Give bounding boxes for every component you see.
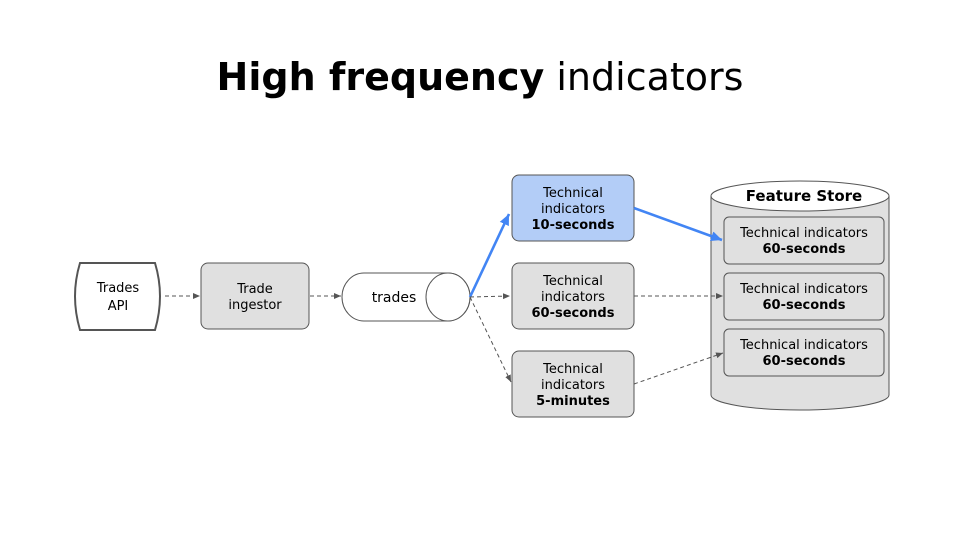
trade-ingestor-node: Trade ingestor: [200, 262, 310, 330]
edge-trades-to-60s: [469, 293, 511, 300]
trades-api-node: Trades API: [74, 262, 161, 331]
edge-trades-to-10s: [468, 213, 511, 298]
indicators-10s-line1: Technical: [542, 186, 603, 201]
feature-store-item-line2: 60-seconds: [763, 298, 846, 313]
indicators-60s-line1: Technical: [542, 274, 603, 289]
indicators-5m-node: Technical indicators 5-minutes: [511, 350, 635, 418]
edge-10s-to-store: [633, 206, 723, 242]
indicators-10s-line3: 10-seconds: [532, 218, 615, 233]
indicators-5m-line1: Technical: [542, 362, 603, 377]
indicators-5m-line3: 5-minutes: [536, 394, 610, 409]
trade-ingestor-line2: ingestor: [228, 298, 282, 313]
feature-store-item: Technical indicators 60-seconds: [723, 216, 885, 265]
title-normal: indicators: [556, 55, 744, 99]
feature-store-title: Feature Store: [746, 187, 862, 205]
indicators-5m-line2: indicators: [541, 378, 605, 393]
indicators-60s-node: Technical indicators 60-seconds: [511, 262, 635, 330]
edge-trades-to-5m: [469, 296, 512, 383]
indicators-10s-node: Technical indicators 10-seconds: [511, 174, 635, 242]
trade-ingestor-line1: Trade: [236, 282, 273, 297]
feature-store: Feature Store Technical indicators 60-se…: [710, 180, 890, 411]
indicators-60s-line3: 60-seconds: [532, 306, 615, 321]
feature-store-item-line1: Technical indicators: [739, 282, 868, 297]
feature-store-item-line2: 60-seconds: [763, 242, 846, 257]
title-bold: High frequency: [216, 55, 545, 99]
page-title: High frequency indicators: [0, 55, 960, 99]
indicators-10s-line2: indicators: [541, 202, 605, 217]
trades-api-line1: Trades: [96, 281, 140, 296]
feature-store-item-line1: Technical indicators: [739, 226, 868, 241]
trades-api-line2: API: [108, 299, 129, 314]
trades-topic-label: trades: [372, 290, 417, 306]
trades-topic-node: trades: [341, 272, 471, 322]
edge-5m-to-store: [633, 352, 724, 385]
feature-store-item-line2: 60-seconds: [763, 354, 846, 369]
indicators-60s-line2: indicators: [541, 290, 605, 305]
feature-store-item-line1: Technical indicators: [739, 338, 868, 353]
feature-store-item: Technical indicators 60-seconds: [723, 328, 885, 377]
feature-store-item: Technical indicators 60-seconds: [723, 272, 885, 321]
